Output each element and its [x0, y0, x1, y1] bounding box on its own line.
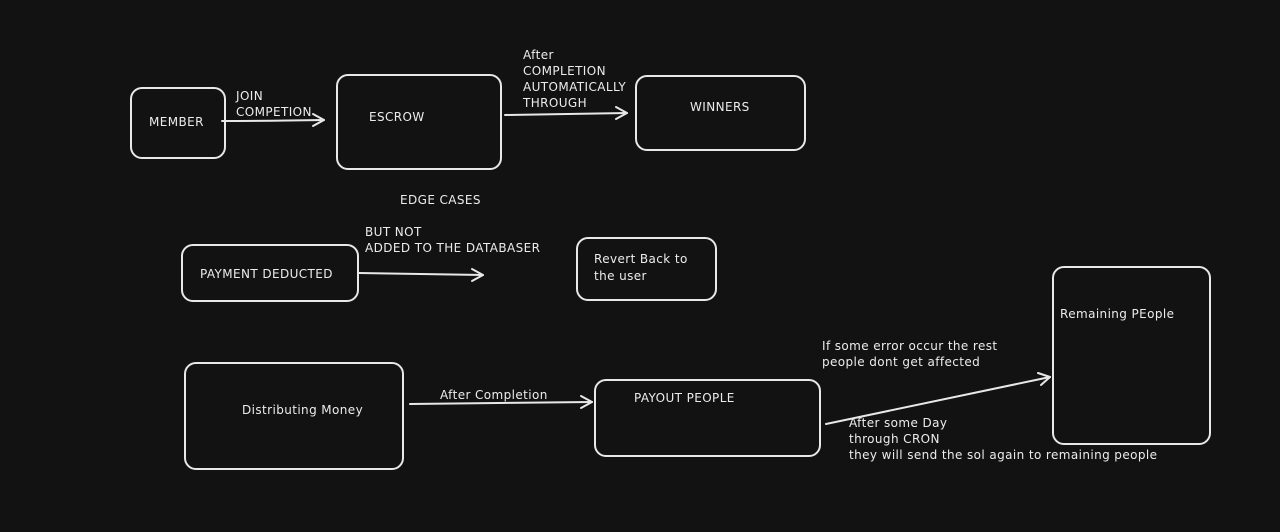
payout-people-label: PAYOUT PEOPLE	[634, 391, 735, 405]
revert-back-box	[576, 237, 717, 301]
distributing-money-box	[184, 362, 404, 470]
arrow-payment-deducted-forward	[358, 268, 484, 282]
after-completion-label: After Completion	[440, 388, 548, 402]
remaining-people-label: Remaining PEople	[1060, 307, 1175, 321]
distributing-money-label: Distributing Money	[242, 403, 364, 417]
arrow-distributing-to-payout	[409, 395, 593, 409]
winners-label: WINNERS	[690, 100, 750, 114]
member-box	[130, 87, 226, 159]
cron-note: After some Day through CRON they will se…	[849, 416, 1158, 462]
arrow-payout-to-remaining	[825, 372, 1051, 425]
payment-deducted-label: PAYMENT DEDUCTED	[200, 267, 333, 281]
arrow-member-to-escrow	[221, 113, 325, 127]
arrow-escrow-to-winners	[504, 106, 628, 120]
edge-cases-heading: EDGE CASES	[400, 193, 481, 207]
escrow-label: ESCROW	[369, 110, 425, 124]
after-completion-automatically-label: After COMPLETION AUTOMATICALLY THROUGH	[523, 48, 627, 110]
revert-back-label: Revert Back to the user	[594, 252, 688, 283]
but-not-added-label: BUT NOT ADDED TO THE DATABASER	[365, 225, 541, 255]
payment-deducted-box	[181, 244, 359, 302]
error-note: If some error occur the rest people dont…	[822, 339, 998, 369]
payout-people-box	[594, 379, 821, 457]
escrow-box	[336, 74, 502, 170]
member-label: MEMBER	[149, 115, 204, 129]
winners-box	[635, 75, 806, 151]
join-competition-label: JOIN COMPETION	[236, 89, 312, 119]
remaining-people-box	[1052, 266, 1211, 445]
